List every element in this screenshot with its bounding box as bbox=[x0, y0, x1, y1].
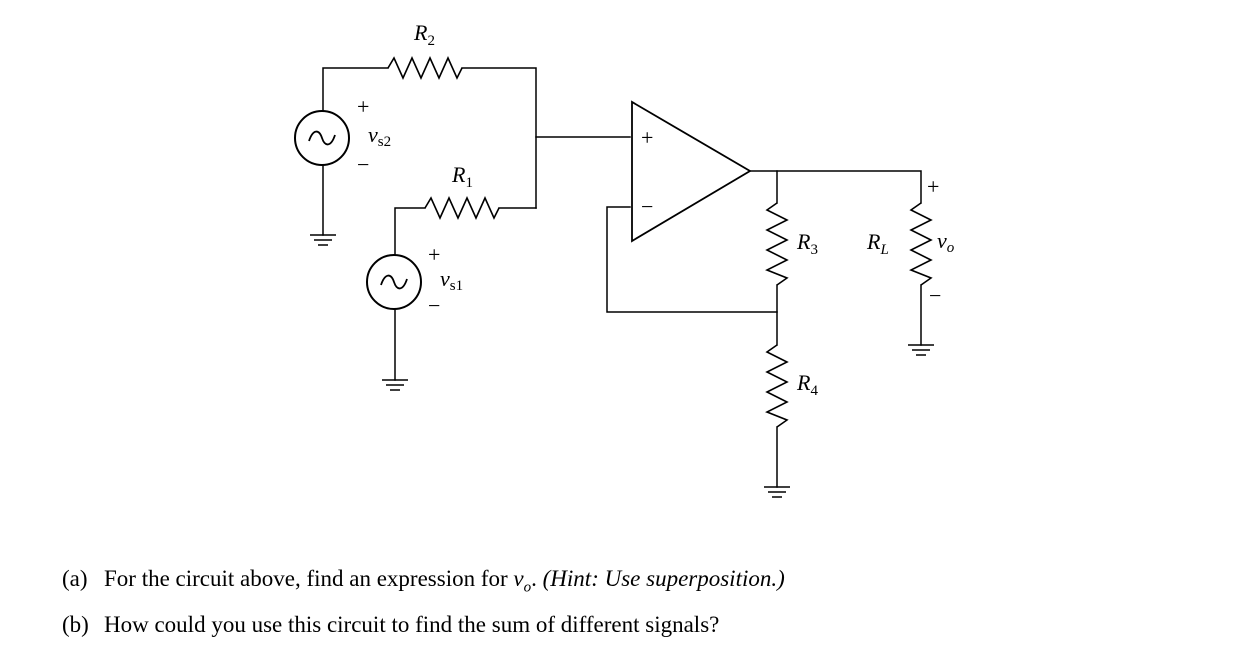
ac-source-vs2 bbox=[294, 110, 350, 166]
ground-icon bbox=[908, 344, 934, 356]
feedback-path bbox=[606, 206, 778, 313]
label-rl: RL bbox=[866, 229, 889, 258]
question-b-tag: (b) bbox=[62, 612, 89, 637]
question-a-tag: (a) bbox=[62, 566, 88, 591]
source-vs2-branch bbox=[322, 67, 631, 236]
op-amp-minus-input-sign: − bbox=[641, 194, 653, 219]
vo-plus-sign: + bbox=[927, 174, 939, 199]
label-r3: R3 bbox=[796, 229, 818, 258]
ground-icon bbox=[764, 486, 790, 498]
label-vs1: vs1 bbox=[440, 266, 463, 294]
label-r1: R1 bbox=[451, 162, 473, 191]
question-b-text: How could you use this circuit to find t… bbox=[104, 612, 720, 637]
vs1-plus-sign: + bbox=[428, 242, 440, 267]
label-vo: vo bbox=[937, 228, 955, 256]
resistor-r2 bbox=[387, 56, 463, 80]
ac-source-vs1 bbox=[366, 254, 422, 310]
resistor-r4 bbox=[765, 344, 789, 428]
source-vs1-branch bbox=[394, 207, 537, 381]
op-amp bbox=[631, 100, 752, 243]
resistor-r1 bbox=[424, 196, 500, 220]
question-a-after: . bbox=[531, 566, 543, 591]
vo-minus-sign: − bbox=[929, 283, 941, 308]
label-r2: R2 bbox=[413, 20, 435, 49]
ground-icon bbox=[382, 379, 408, 391]
question-a-hint: (Hint: Use superposition.) bbox=[542, 566, 785, 591]
question-a-var-sub: o bbox=[523, 579, 532, 596]
vs2-minus-sign: − bbox=[357, 152, 369, 177]
resistor-r3 bbox=[765, 202, 789, 286]
resistor-rl bbox=[909, 202, 933, 286]
label-r4: R4 bbox=[796, 370, 818, 399]
label-vs2: vs2 bbox=[368, 122, 391, 150]
vs2-plus-sign: + bbox=[357, 94, 369, 119]
question-a-var: v bbox=[513, 566, 524, 591]
question-a: (a) For the circuit above, find an expres… bbox=[62, 566, 785, 597]
output-wire bbox=[749, 170, 922, 488]
circuit-diagram: + − R2 R1 R3 R4 RL bbox=[294, 20, 955, 498]
op-amp-plus-input-sign: + bbox=[641, 125, 653, 150]
vs1-minus-sign: − bbox=[428, 293, 440, 318]
question-a-text: For the circuit above, find an expressio… bbox=[104, 566, 514, 591]
question-b: (b) How could you use this circuit to fin… bbox=[62, 612, 719, 638]
ground-icon bbox=[310, 234, 336, 246]
